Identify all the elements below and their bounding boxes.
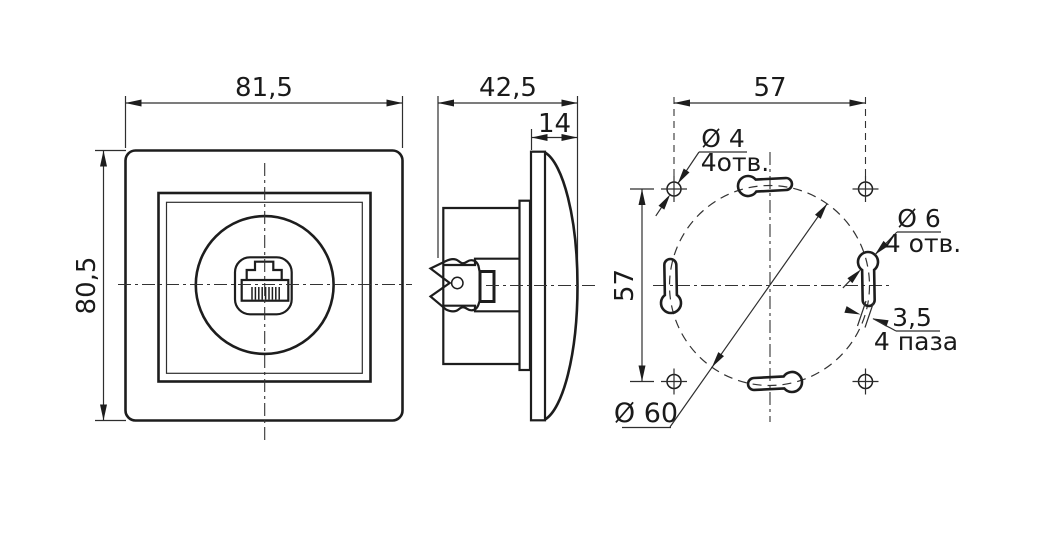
front-view: 81,5 80,5 (72, 73, 412, 441)
corner-holes (661, 176, 879, 395)
slot-width-label: 3,5 (892, 303, 932, 332)
corner-hole (852, 176, 879, 202)
slot-width-callout: 3,5 4 паза (844, 300, 958, 356)
corner-hole (661, 368, 687, 395)
arrow-left-icon (125, 99, 142, 107)
side-depth-dimension: 42,5 (437, 73, 579, 281)
rj45-contacts (251, 287, 280, 300)
arrow-down-icon (100, 404, 107, 421)
side-view: 42,5 14 (428, 73, 597, 422)
faceplate-outer-frame (124, 149, 404, 422)
side-depth-label: 42,5 (479, 73, 537, 103)
rj45-jack-icon (233, 256, 293, 316)
front-width-dimension: 81,5 (124, 73, 404, 148)
clamp-screw-hole (450, 276, 464, 290)
corner-hole (661, 176, 687, 202)
frame-depth-label: 14 (538, 109, 571, 139)
mounting-circle-dia-label: Ø 60 (614, 398, 678, 429)
front-height-label: 80,5 (72, 257, 102, 315)
keyhole-dia-label: Ø 6 (897, 204, 941, 233)
mounting-view: 57 57 (610, 73, 961, 429)
keyhole-slot-left (659, 257, 683, 315)
keyhole-slot-top (736, 174, 794, 198)
keyhole-qty-label: 4 отв. (885, 229, 961, 258)
hole-spacing-h-label: 57 (753, 73, 786, 103)
hole-spacing-v-dimension: 57 (610, 188, 654, 383)
arrow-up-icon (100, 150, 107, 167)
keyhole-slot-bottom (746, 370, 804, 394)
front-height-dimension: 80,5 (72, 149, 126, 422)
clamp-screw-block (478, 270, 496, 303)
arrow-right-icon (386, 99, 403, 107)
corner-hole-dia-label: Ø 4 (701, 124, 745, 153)
corner-hole-callout: Ø 4 4отв. (655, 124, 769, 217)
keyhole-slot-right (856, 250, 880, 308)
keyhole-slots (659, 174, 880, 394)
corner-hole (852, 368, 879, 395)
clamp-claw (428, 257, 496, 313)
corner-hole-qty-label: 4отв. (701, 148, 769, 177)
mounting-circle-callout: Ø 60 (614, 203, 828, 429)
keyhole-dia-callout: Ø 6 4 отв. (842, 204, 961, 289)
hole-spacing-h-dimension: 57 (673, 73, 867, 178)
slot-qty-label: 4 паза (874, 327, 958, 356)
hole-spacing-v-label: 57 (610, 269, 640, 302)
frame-depth-dimension: 14 (530, 109, 578, 150)
front-width-label: 81,5 (235, 73, 293, 103)
